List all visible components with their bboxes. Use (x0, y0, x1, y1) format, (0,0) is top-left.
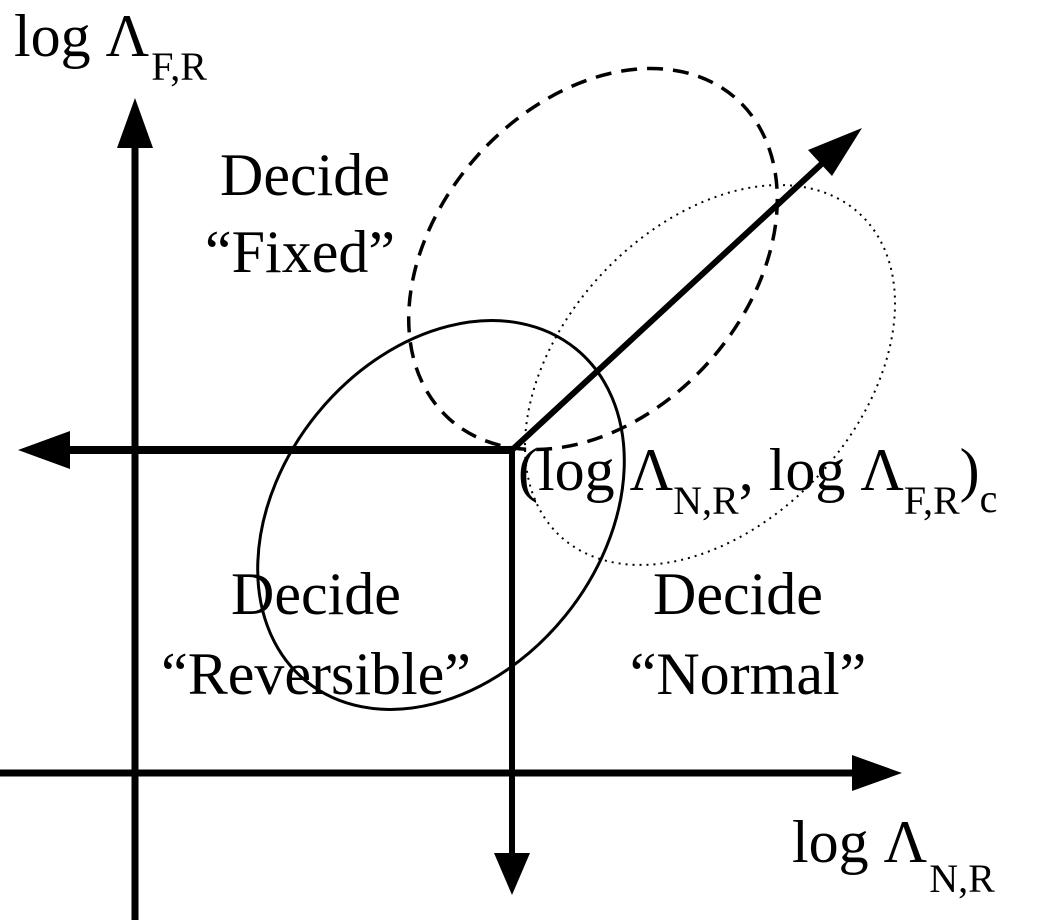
diagonal-arrowhead (808, 128, 862, 176)
fixed-distribution-ellipse (406, 66, 780, 452)
diagonal-threshold-arrow (509, 128, 862, 453)
down-arrowhead (494, 853, 530, 895)
region-normal-line1: Decide (653, 561, 823, 627)
region-normal-line2: “Normal” (630, 641, 867, 707)
threshold-point-label: (log ΛN,R, log ΛF,R)c (518, 437, 997, 523)
region-reversible-label: Decide “Reversible” (161, 561, 471, 707)
x-axis-label: log ΛN,R (792, 809, 995, 901)
vertical-threshold-arrow (494, 450, 530, 895)
region-reversible-line2: “Reversible” (161, 641, 471, 707)
y-axis-arrowhead (117, 98, 153, 148)
horizontal-threshold-arrow (18, 431, 512, 469)
region-fixed-label: Decide “Fixed” (205, 142, 395, 285)
y-axis (117, 98, 153, 920)
region-fixed-line1: Decide (220, 142, 390, 208)
x-axis-arrowhead (852, 755, 902, 791)
normal-distribution-ellipse (523, 184, 897, 566)
region-fixed-line2: “Fixed” (205, 219, 395, 285)
region-normal-label: Decide “Normal” (630, 561, 867, 707)
region-reversible-line1: Decide (231, 561, 401, 627)
left-arrowhead (18, 431, 70, 469)
reversible-distribution-ellipse (256, 319, 626, 711)
x-axis (0, 755, 902, 791)
y-axis-label: log ΛF,R (14, 3, 207, 89)
